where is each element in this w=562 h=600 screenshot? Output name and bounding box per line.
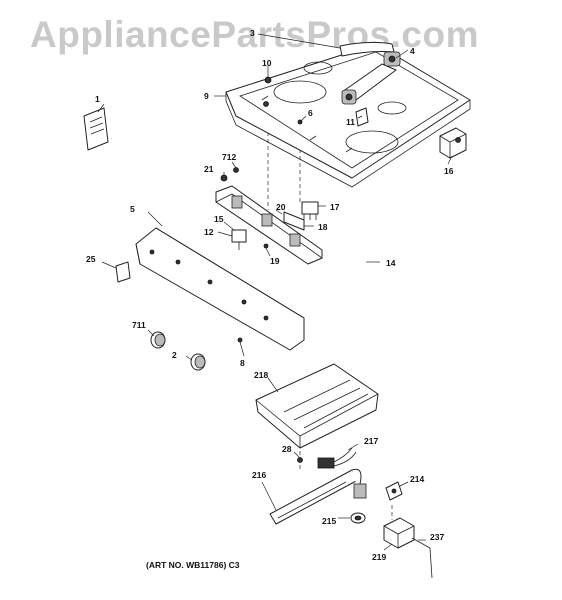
callout-label: 4 (410, 46, 415, 56)
callout-label: 218 (254, 370, 268, 380)
gas-supply-pipe (304, 185, 412, 274)
callout-label: 12 (204, 227, 214, 237)
callout-label: 15 (214, 214, 224, 224)
ignitor (317, 447, 357, 469)
callout-label: 10 (262, 58, 272, 68)
callout-label: 5 (130, 204, 135, 214)
switch-bracket (283, 211, 305, 231)
knob (190, 353, 206, 371)
burner-holder (341, 51, 401, 105)
valve-switch (301, 201, 319, 220)
screw (263, 243, 269, 249)
lower-shield (255, 363, 379, 449)
callout-label: 25 (86, 254, 96, 264)
callout-label: 18 (318, 222, 328, 232)
oven-valve (383, 517, 415, 549)
art-number-caption: (ART NO. WB11786) C3 (146, 560, 240, 570)
callout-label: 215 (322, 516, 336, 526)
manifold (215, 185, 323, 265)
screw (237, 337, 243, 343)
callout-label: 8 (240, 358, 245, 368)
callout-label: 17 (330, 202, 340, 212)
callout-labels: 1 2 3 4 5 6 8 9 10 11 12 14 15 16 17 18 … (86, 28, 454, 562)
callout-label: 237 (430, 532, 444, 542)
callout-label: 1 (95, 94, 100, 104)
watermark-logo: AppliancePartsPros.com (30, 14, 479, 55)
callout-label: 21 (204, 164, 214, 174)
callout-label: 16 (444, 166, 454, 176)
callout-label: 9 (204, 91, 209, 101)
sensor-probe (411, 537, 433, 579)
gas-valve (231, 229, 247, 250)
screw (297, 457, 303, 463)
callout-label: 14 (386, 258, 396, 268)
callout-label: 20 (276, 202, 286, 212)
callout-label: 711 (132, 320, 146, 330)
callout-label: 6 (308, 108, 313, 118)
callout-label: 3 (250, 28, 255, 38)
callout-label: 214 (410, 474, 424, 484)
control-panel (135, 227, 305, 351)
nut (350, 512, 366, 524)
spark-module (439, 127, 467, 159)
callout-label: 28 (282, 444, 292, 454)
callout-label: 11 (346, 117, 355, 127)
clip (115, 261, 131, 283)
callout-label: 216 (252, 470, 266, 480)
knob (150, 331, 166, 349)
bake-burner (269, 468, 367, 525)
leader-lines (97, 33, 453, 551)
screw (220, 174, 228, 182)
screw (233, 167, 239, 173)
callout-label: 217 (364, 436, 378, 446)
callout-label: 712 (222, 152, 236, 162)
callout-label: 219 (372, 552, 386, 562)
manual (83, 107, 109, 151)
ignitor-bracket (355, 107, 369, 127)
orifice-bracket (385, 481, 403, 501)
callout-label: 19 (270, 256, 280, 266)
callout-label: 2 (172, 350, 177, 360)
